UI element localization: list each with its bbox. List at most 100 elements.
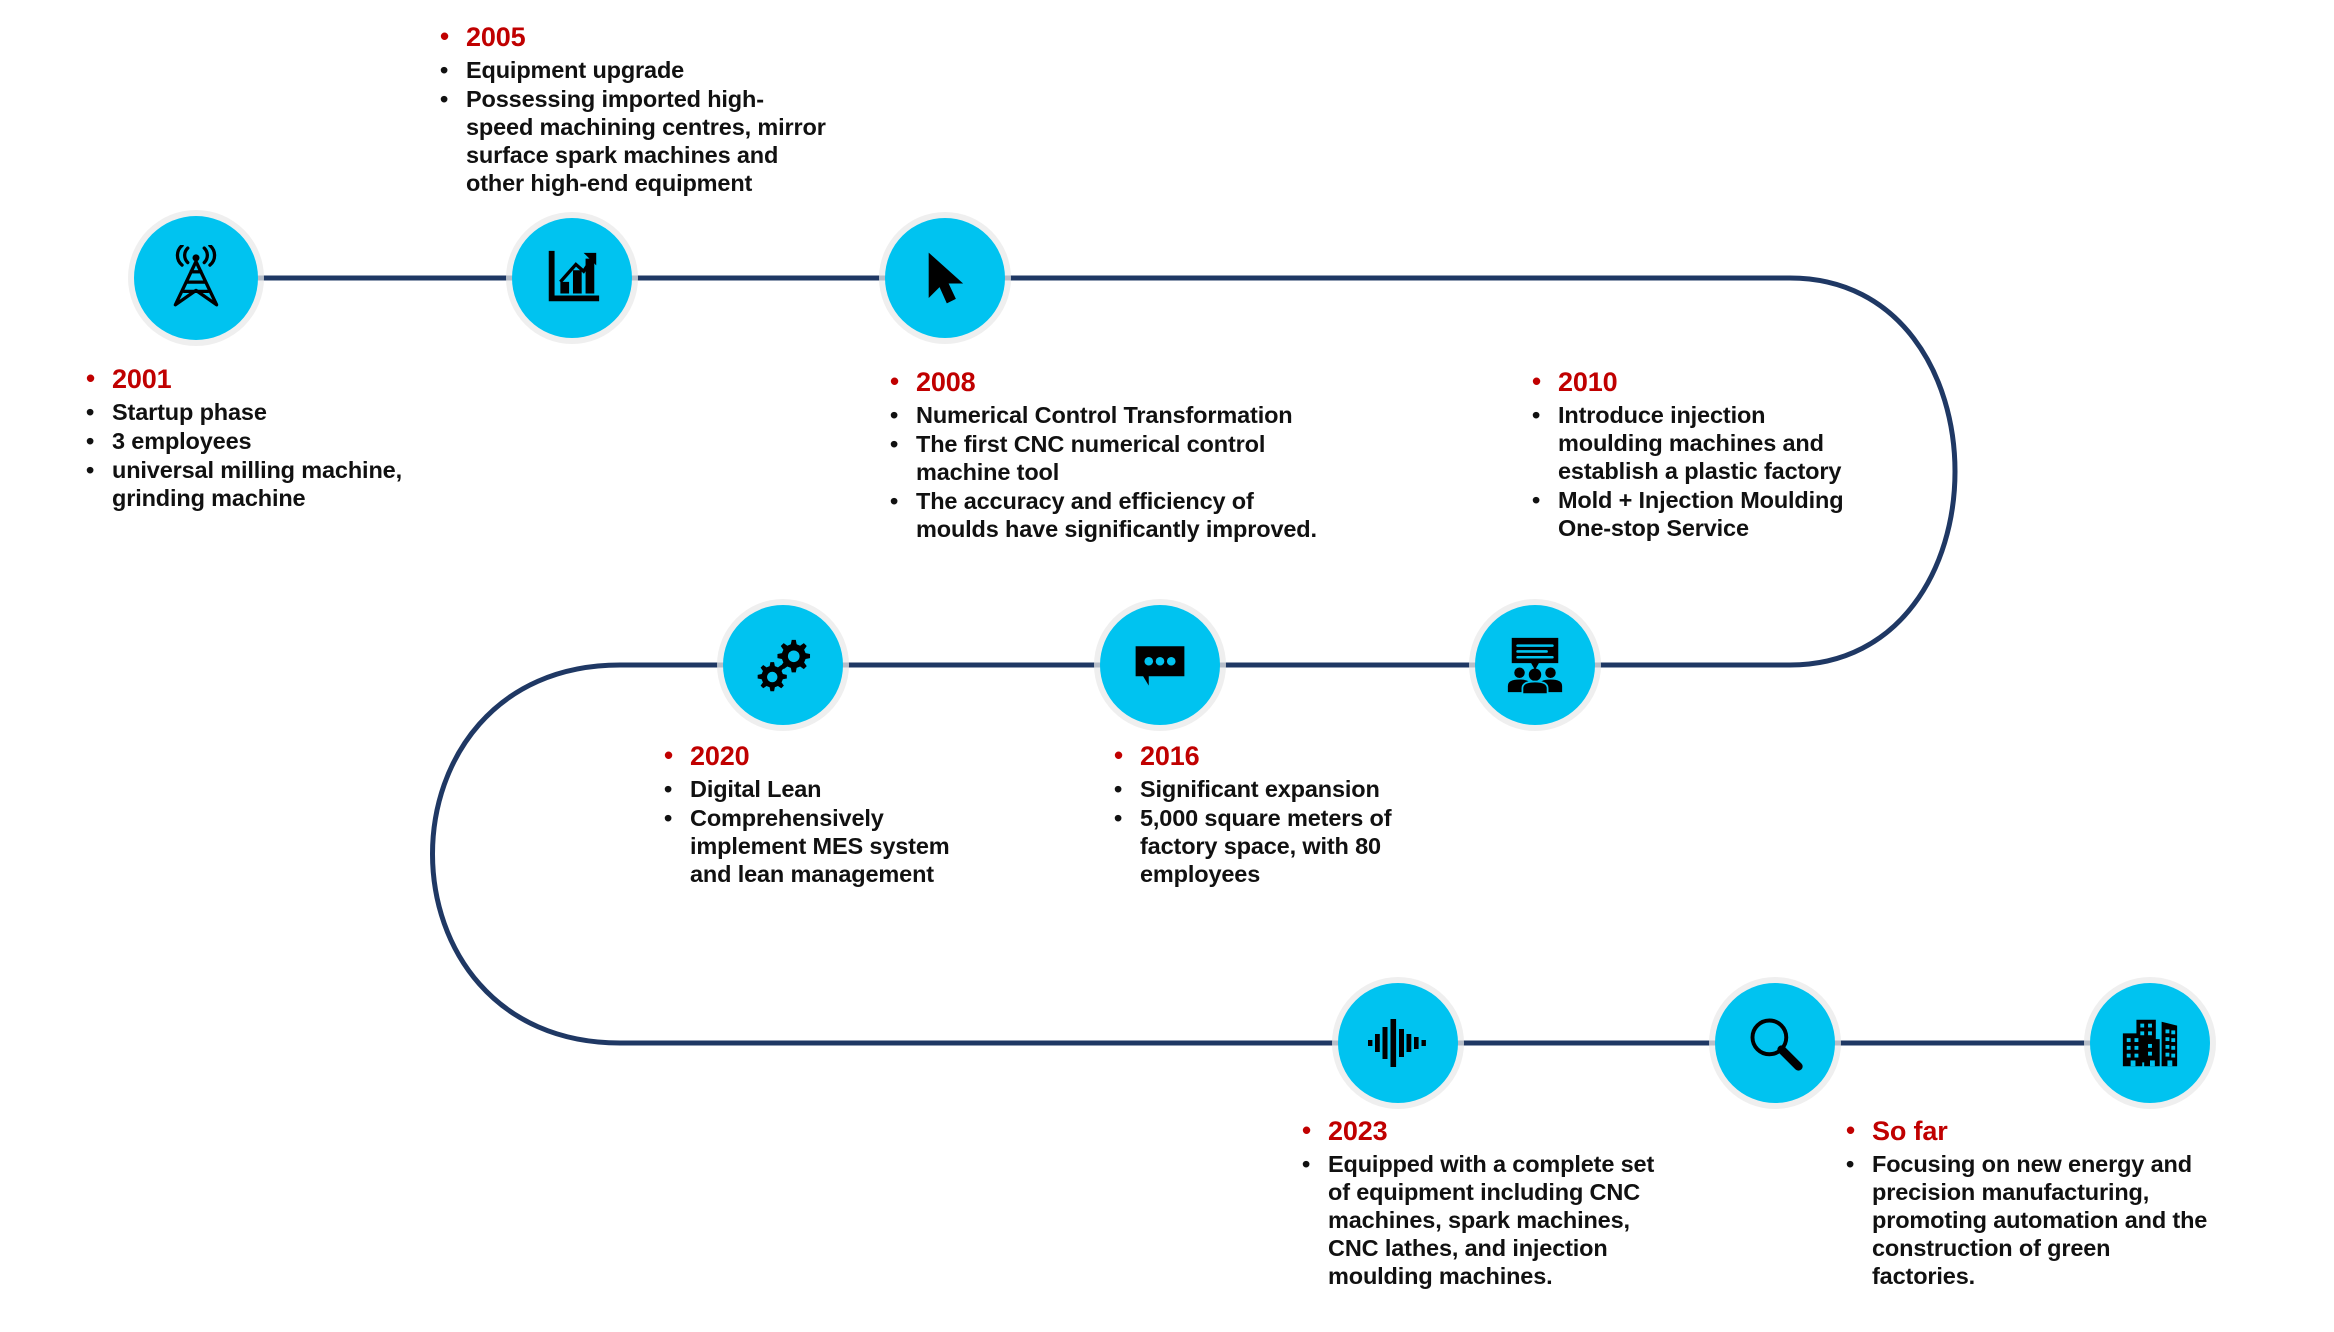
milestone-2020: • 2020 • Digital Lean • Comprehensively … bbox=[660, 740, 960, 890]
list-item: • Equipped with a complete set of equipm… bbox=[1298, 1151, 1660, 1291]
milestone-2001: • 2001 • Startup phase • 3 employees • u… bbox=[82, 363, 412, 514]
bullet-glyph: • bbox=[440, 86, 449, 113]
year-label: 2008 bbox=[916, 367, 976, 397]
list-item: • 5,000 square meters of factory space, … bbox=[1110, 805, 1402, 889]
list-item-text: Startup phase bbox=[112, 399, 267, 426]
list-item: • Focusing on new energy and precision m… bbox=[1842, 1151, 2214, 1291]
milestone-2023-list: • 2023 • Equipped with a complete set of… bbox=[1298, 1115, 1660, 1291]
list-item: • Significant expansion bbox=[1110, 776, 1402, 804]
year-label: So far bbox=[1872, 1116, 1948, 1146]
bullet-glyph: • bbox=[86, 428, 95, 455]
bullet-glyph: • bbox=[1532, 487, 1541, 514]
milestone-2023: • 2023 • Equipped with a complete set of… bbox=[1298, 1115, 1660, 1292]
milestone-2016: • 2016 • Significant expansion • 5,000 s… bbox=[1110, 740, 1402, 890]
presentation-meeting-icon bbox=[1504, 634, 1566, 696]
list-item: • Startup phase bbox=[82, 399, 412, 427]
milestone-2005: • 2005 • Equipment upgrade • Possessing … bbox=[436, 21, 828, 199]
bullet-glyph: • bbox=[86, 363, 95, 393]
list-item-text: Comprehensively implement MES system and… bbox=[690, 805, 950, 888]
node-2010[interactable] bbox=[1475, 605, 1595, 725]
node-2020[interactable] bbox=[723, 605, 843, 725]
milestone-2008-year: • 2008 bbox=[886, 366, 1338, 398]
bullet-glyph: • bbox=[890, 402, 899, 429]
list-item: • universal milling machine, grinding ma… bbox=[82, 457, 412, 513]
milestone-2005-list: • 2005 • Equipment upgrade • Possessing … bbox=[436, 21, 828, 198]
list-item: • Numerical Control Transformation bbox=[886, 402, 1338, 430]
node-2008[interactable] bbox=[885, 218, 1005, 338]
bullet-glyph: • bbox=[1114, 740, 1123, 770]
broadcast-tower-icon bbox=[163, 245, 229, 311]
sound-waveform-icon bbox=[1366, 1011, 1430, 1075]
milestone-so-far-year: • So far bbox=[1842, 1115, 2214, 1147]
milestone-2005-year: • 2005 bbox=[436, 21, 828, 53]
bullet-glyph: • bbox=[1532, 402, 1541, 429]
list-item-text: The first CNC numerical control machine … bbox=[916, 431, 1266, 486]
list-item: • The first CNC numerical control machin… bbox=[886, 431, 1338, 487]
list-item: • Possessing imported high-speed machini… bbox=[436, 86, 828, 198]
milestone-2008: • 2008 • Numerical Control Transformatio… bbox=[886, 366, 1338, 545]
year-label: 2023 bbox=[1328, 1116, 1388, 1146]
list-item: • Introduce injection moulding machines … bbox=[1528, 402, 1876, 486]
bullet-glyph: • bbox=[890, 488, 899, 515]
milestone-2001-year: • 2001 bbox=[82, 363, 412, 395]
year-label: 2020 bbox=[690, 741, 750, 771]
chat-bubble-icon bbox=[1130, 635, 1190, 695]
list-item: • Mold + Injection Moulding One-stop Ser… bbox=[1528, 487, 1876, 543]
gears-icon bbox=[752, 634, 814, 696]
bullet-glyph: • bbox=[890, 431, 899, 458]
bullet-glyph: • bbox=[440, 57, 449, 84]
node-2001[interactable] bbox=[134, 216, 258, 340]
node-2023[interactable] bbox=[1338, 983, 1458, 1103]
bullet-glyph: • bbox=[1114, 776, 1123, 803]
list-item-text: The accuracy and efficiency of moulds ha… bbox=[916, 488, 1317, 543]
list-item-text: universal milling machine, grinding mach… bbox=[112, 457, 402, 512]
list-item: • Comprehensively implement MES system a… bbox=[660, 805, 960, 889]
milestone-2020-list: • 2020 • Digital Lean • Comprehensively … bbox=[660, 740, 960, 889]
list-item: • 3 employees bbox=[82, 428, 412, 456]
list-item-text: 5,000 square meters of factory space, wi… bbox=[1140, 805, 1392, 888]
list-item-text: Significant expansion bbox=[1140, 776, 1380, 803]
milestone-2010-list: • 2010 • Introduce injection moulding ma… bbox=[1528, 366, 1876, 543]
city-buildings-icon bbox=[2119, 1012, 2181, 1074]
bullet-glyph: • bbox=[664, 805, 673, 832]
milestone-so-far-list: • So far • Focusing on new energy and pr… bbox=[1842, 1115, 2214, 1291]
list-item: • Equipment upgrade bbox=[436, 57, 828, 85]
bullet-glyph: • bbox=[86, 399, 95, 426]
bullet-glyph: • bbox=[1846, 1151, 1855, 1178]
year-label: 2005 bbox=[466, 22, 526, 52]
bullet-glyph: • bbox=[86, 457, 95, 484]
milestone-2023-year: • 2023 bbox=[1298, 1115, 1660, 1147]
node-2016[interactable] bbox=[1100, 605, 1220, 725]
mouse-cursor-icon bbox=[916, 249, 974, 307]
magnifier-icon bbox=[1745, 1013, 1805, 1073]
bullet-glyph: • bbox=[1302, 1115, 1311, 1145]
list-item: • Digital Lean bbox=[660, 776, 960, 804]
list-item-text: Equipped with a complete set of equipmen… bbox=[1328, 1151, 1655, 1290]
bullet-glyph: • bbox=[890, 366, 899, 396]
bar-chart-growth-icon bbox=[541, 247, 603, 309]
milestone-2010: • 2010 • Introduce injection moulding ma… bbox=[1528, 366, 1876, 544]
year-label: 2016 bbox=[1140, 741, 1200, 771]
node-2005[interactable] bbox=[512, 218, 632, 338]
milestone-so-far: • So far • Focusing on new energy and pr… bbox=[1842, 1115, 2214, 1292]
list-item-text: Digital Lean bbox=[690, 776, 822, 803]
milestone-2016-list: • 2016 • Significant expansion • 5,000 s… bbox=[1110, 740, 1402, 889]
list-item-text: Equipment upgrade bbox=[466, 57, 685, 84]
bullet-glyph: • bbox=[1114, 805, 1123, 832]
year-label: 2010 bbox=[1558, 367, 1618, 397]
list-item-text: Numerical Control Transformation bbox=[916, 402, 1293, 429]
node-city[interactable] bbox=[2090, 983, 2210, 1103]
bullet-glyph: • bbox=[664, 740, 673, 770]
list-item: • The accuracy and efficiency of moulds … bbox=[886, 488, 1338, 544]
year-label: 2001 bbox=[112, 364, 172, 394]
list-item-text: Introduce injection moulding machines an… bbox=[1558, 402, 1842, 485]
bullet-glyph: • bbox=[440, 21, 449, 51]
node-search[interactable] bbox=[1715, 983, 1835, 1103]
list-item-text: Mold + Injection Moulding One-stop Servi… bbox=[1558, 487, 1844, 542]
list-item-text: Focusing on new energy and precision man… bbox=[1872, 1151, 2208, 1290]
milestone-2008-list: • 2008 • Numerical Control Transformatio… bbox=[886, 366, 1338, 544]
bullet-glyph: • bbox=[1302, 1151, 1311, 1178]
bullet-glyph: • bbox=[1846, 1115, 1855, 1145]
milestone-2010-year: • 2010 bbox=[1528, 366, 1876, 398]
